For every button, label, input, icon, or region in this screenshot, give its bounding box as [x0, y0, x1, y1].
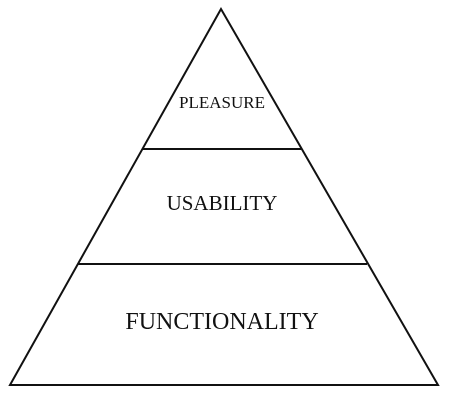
tier-label-pleasure: PLEASURE — [179, 93, 265, 112]
tier-label-usability: USABILITY — [167, 191, 278, 215]
tier-label-functionality: FUNCTIONALITY — [125, 309, 318, 335]
pyramid-outline — [8, 6, 440, 386]
